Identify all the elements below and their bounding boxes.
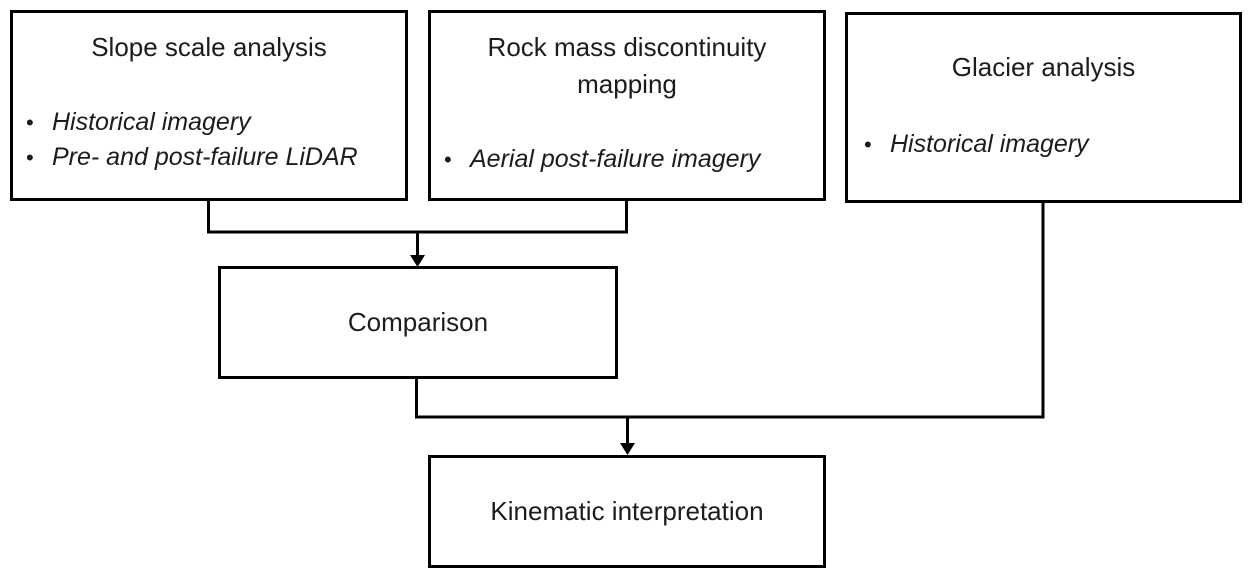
list-item: • Pre- and post-failure LiDAR [26, 140, 399, 175]
box-glacier-analysis: Glacier analysis • Historical imagery [845, 12, 1242, 203]
box-glacier-bullet-list: • Historical imagery [848, 127, 1239, 162]
bullet-icon: • [26, 145, 34, 170]
box-kinematic-interpretation: Kinematic interpretation [428, 455, 826, 568]
box-rock-title-text: Rock mass discontinuity mapping [487, 32, 767, 99]
box-comparison: Comparison [218, 266, 618, 379]
box-rock-bullet-list: • Aerial post-failure imagery [431, 142, 823, 177]
box-slope-scale-analysis: Slope scale analysis • Historical imager… [10, 10, 408, 201]
connector-slope-rock-merge [207, 201, 628, 234]
bullet-text: Historical imagery [52, 108, 251, 136]
bullet-text: Aerial post-failure imagery [470, 145, 761, 173]
box-slope-bullet-list: • Historical imagery • Pre- and post-fai… [13, 105, 405, 175]
box-rock-title: Rock mass discontinuity mapping [431, 29, 823, 103]
bullet-icon: • [26, 110, 34, 135]
bullet-icon: • [864, 132, 872, 157]
box-comparison-title: Comparison [347, 307, 489, 337]
bullet-text: Pre- and post-failure LiDAR [52, 143, 358, 171]
box-slope-title: Slope scale analysis [91, 32, 327, 62]
list-item: • Historical imagery [864, 127, 1233, 162]
box-rock-mass-discontinuity-mapping: Rock mass discontinuity mapping • Aerial… [428, 10, 826, 201]
bullet-text: Historical imagery [890, 130, 1089, 158]
box-glacier-title: Glacier analysis [951, 52, 1136, 82]
list-item: • Aerial post-failure imagery [444, 142, 817, 177]
list-item: • Historical imagery [26, 105, 399, 140]
bullet-icon: • [444, 147, 452, 172]
arrowhead-to-kinematic [620, 443, 635, 455]
box-kinematic-title: Kinematic interpretation [490, 496, 764, 526]
